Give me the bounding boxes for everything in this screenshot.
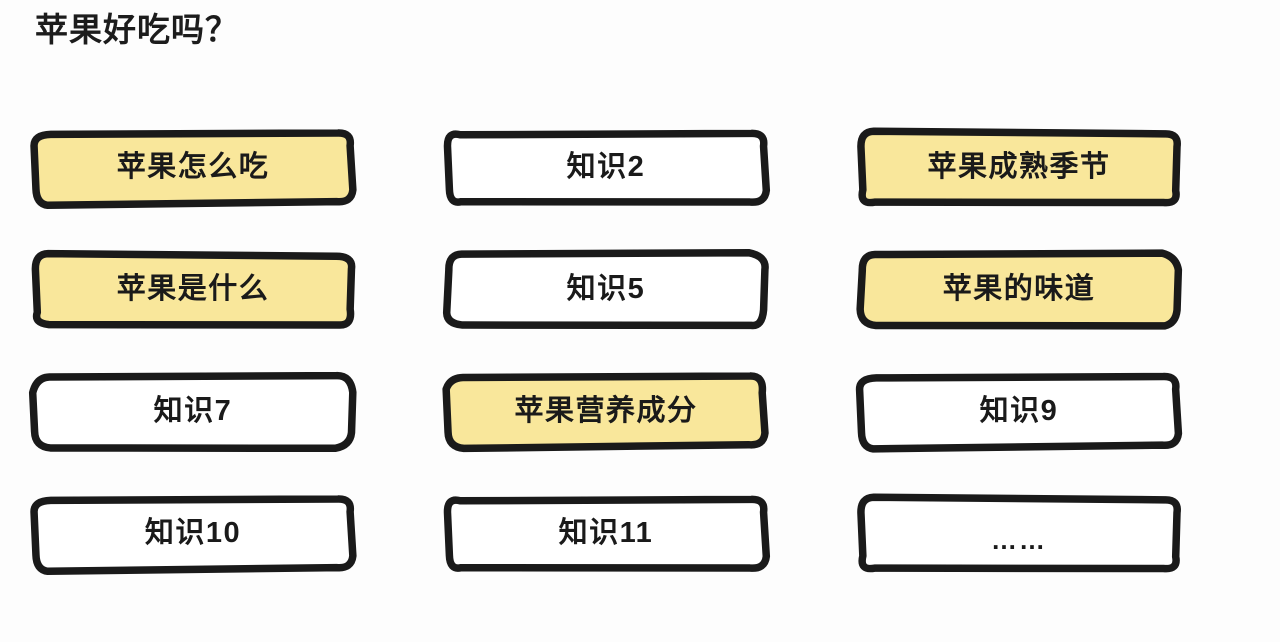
knowledge-chip[interactable]: 知识9	[855, 372, 1183, 453]
chip-label: 知识9	[979, 394, 1059, 427]
chip-label: 知识11	[558, 516, 654, 549]
knowledge-chip[interactable]: 苹果怎么吃	[30, 129, 357, 210]
chip-label: 知识10	[144, 516, 242, 549]
page-title: 苹果好吃吗？	[35, 11, 239, 48]
knowledge-chip[interactable]: ……	[857, 493, 1181, 573]
knowledge-chip[interactable]: 苹果成熟季节	[857, 127, 1181, 207]
knowledge-chip[interactable]: 苹果的味道	[856, 249, 1183, 330]
chip-label: ……	[991, 525, 1047, 555]
knowledge-chip[interactable]: 苹果是什么	[31, 249, 356, 329]
knowledge-chip[interactable]: 知识7	[28, 371, 357, 453]
chip-label: 苹果怎么吃	[116, 150, 270, 183]
chip-label: 苹果营养成分	[514, 394, 698, 427]
knowledge-chip[interactable]: 苹果营养成分	[442, 372, 769, 453]
knowledge-chip[interactable]: 知识10	[30, 495, 357, 576]
knowledge-chip-grid: 苹果怎么吃 知识2 苹果成熟季节苹果是什么 知识5 苹果的味道知识7 苹果营养成分 知识9 知…	[28, 127, 1183, 576]
chip-label: 知识2	[566, 150, 646, 183]
chip-label: 知识5	[566, 272, 646, 305]
knowledge-chip[interactable]: 知识11	[443, 495, 771, 572]
chip-label: 苹果成熟季节	[927, 150, 1111, 183]
chip-label: 苹果是什么	[116, 272, 270, 305]
chip-label: 知识7	[153, 394, 233, 427]
knowledge-chip[interactable]: 知识2	[443, 129, 771, 206]
knowledge-chip[interactable]: 知识5	[442, 248, 769, 330]
chip-label: 苹果的味道	[942, 272, 1096, 305]
